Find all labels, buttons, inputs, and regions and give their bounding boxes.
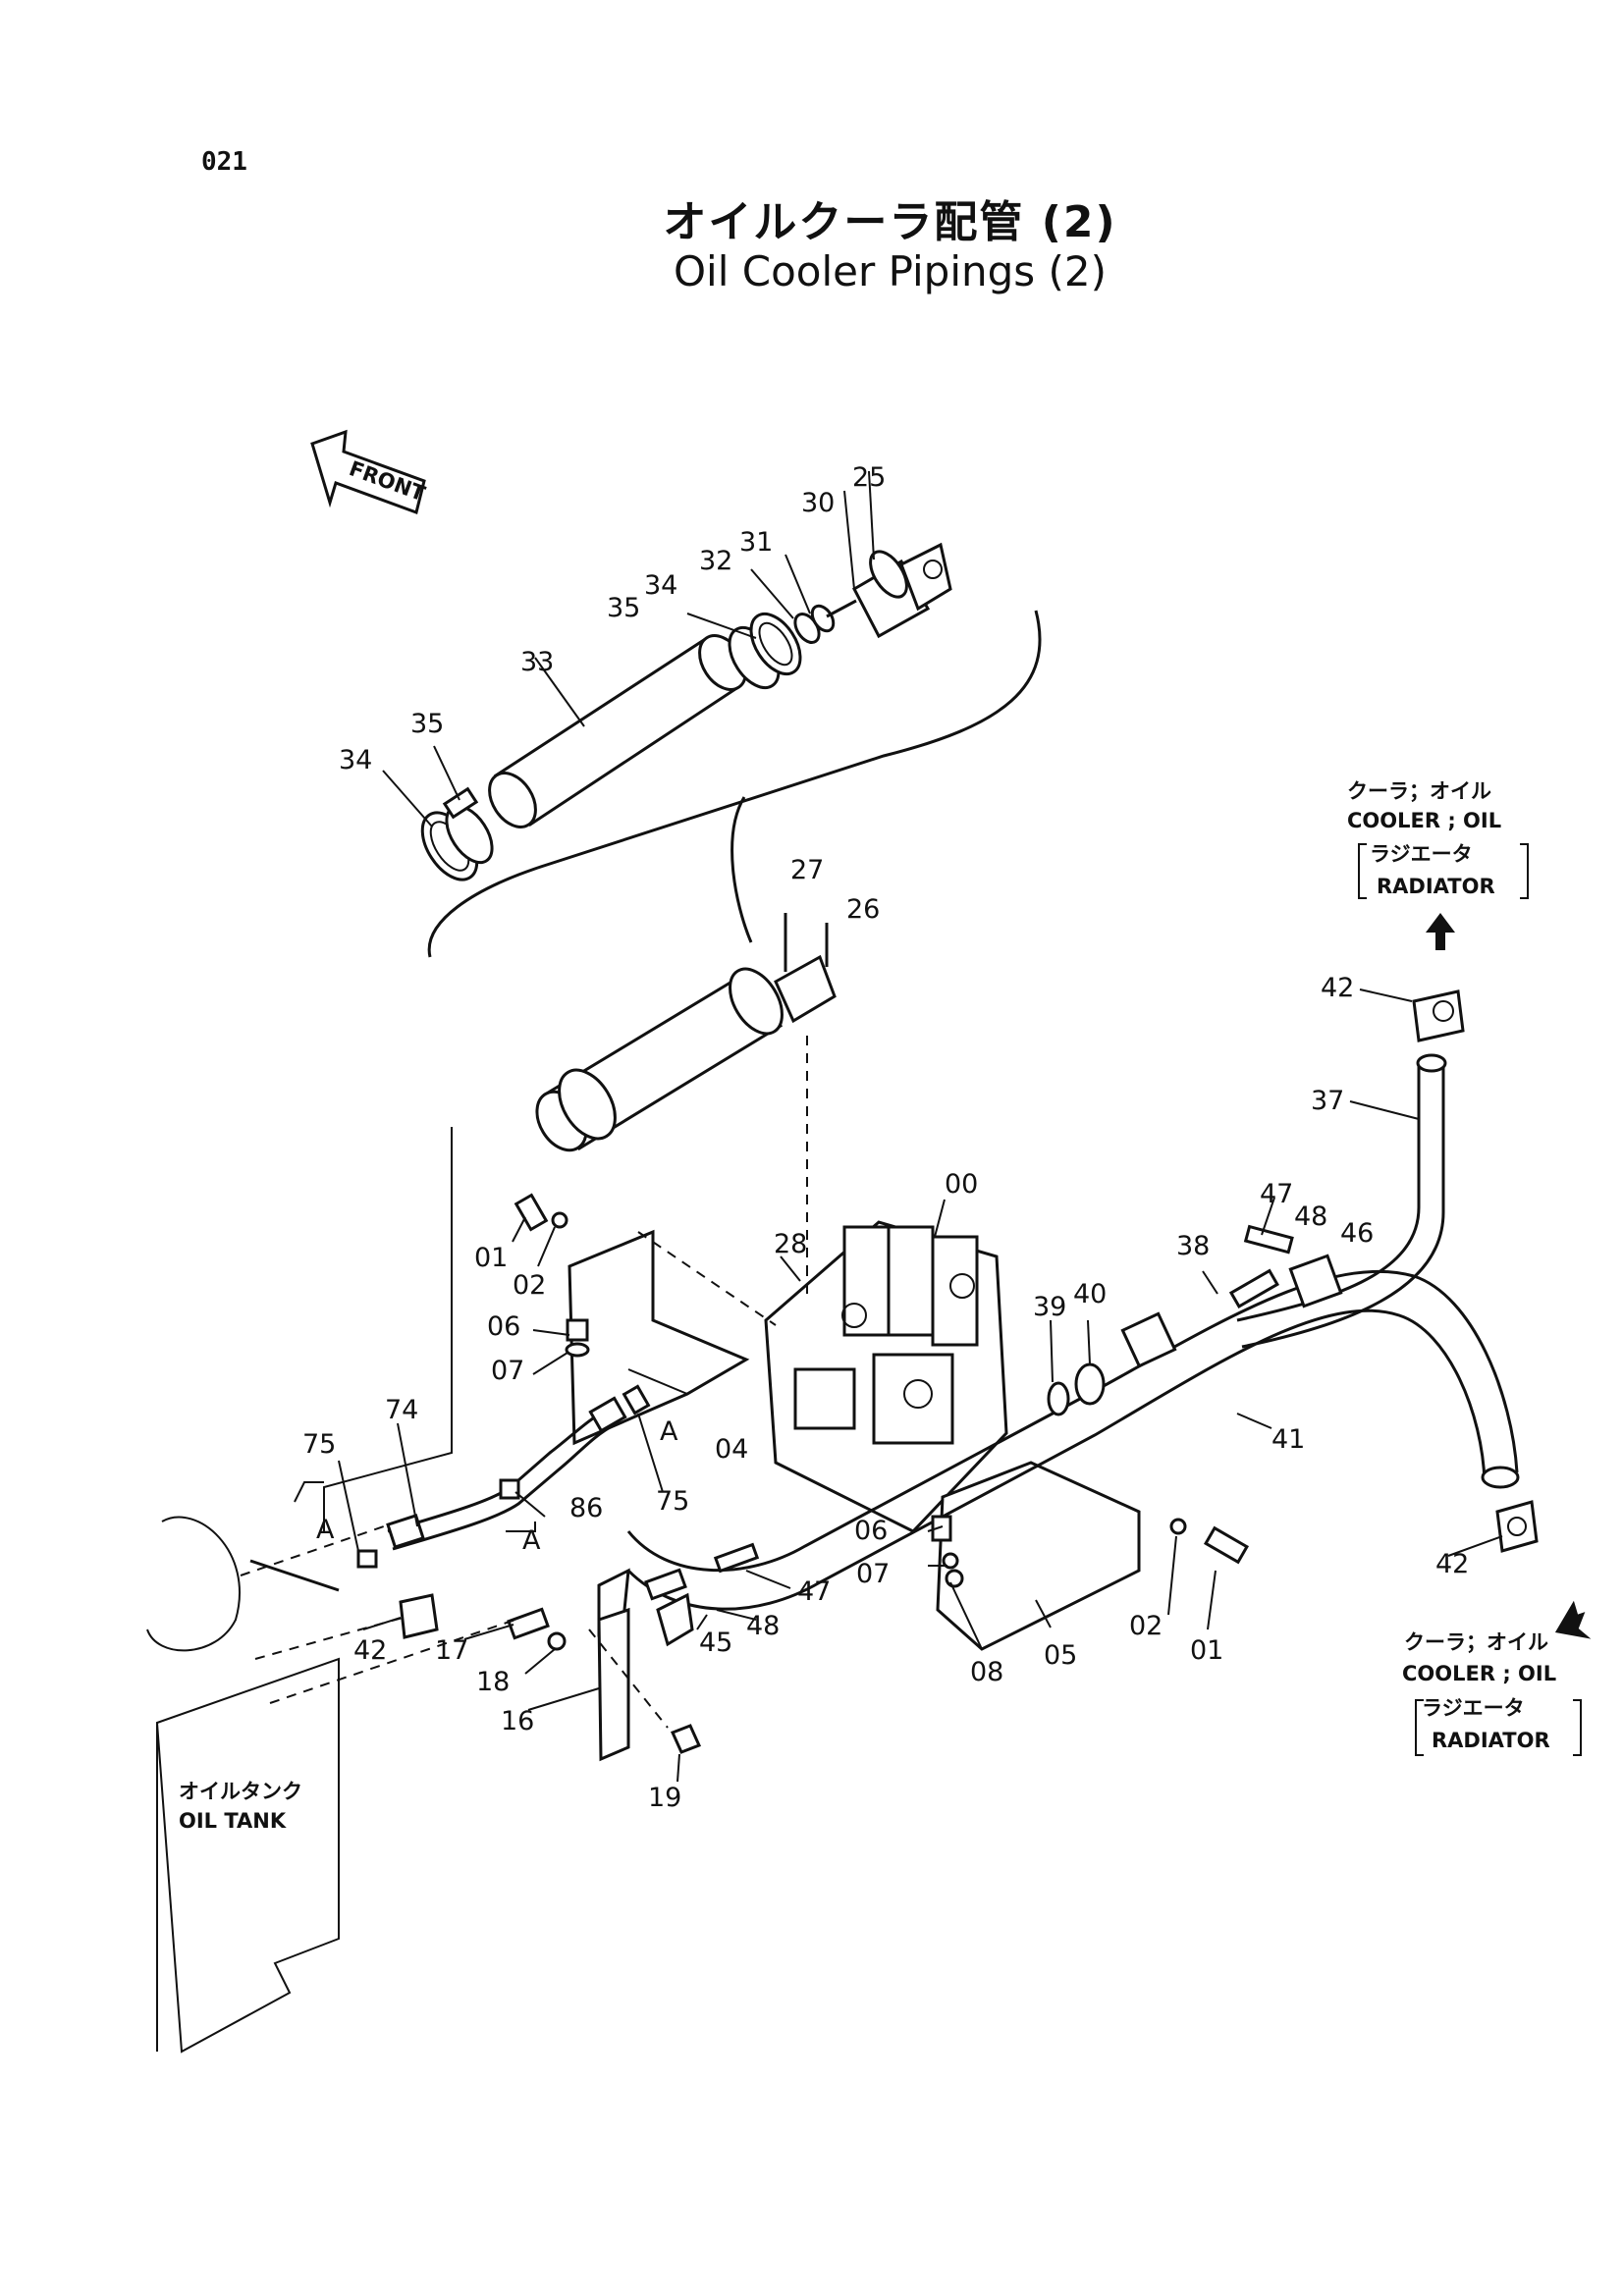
oil-tank-en: OIL TANK [179,1809,287,1833]
part-label-02a: 02 [513,1270,546,1301]
exploded-hose-assembly [420,542,1042,958]
radiator-arrows [1426,913,1592,1639]
page-number: 021 [201,147,247,177]
part-label-28: 28 [774,1229,807,1259]
part-label-30: 30 [801,488,835,518]
front-arrow: FRONT [310,429,429,514]
part-label-35b: 35 [410,709,444,739]
part-label-07b: 07 [856,1559,890,1589]
pipe-74 [386,1396,627,1551]
oil-tank [146,1516,340,2054]
part-label-75a: 75 [302,1429,336,1460]
part-label-34a: 34 [644,570,677,601]
small-hardware [356,1193,1539,1762]
part-label-34b: 34 [339,745,372,775]
oil-tank-jp: オイルタンク [179,1780,302,1803]
part-label-37: 37 [1311,1086,1344,1116]
part-label-08: 08 [970,1657,1003,1687]
part-label-46: 46 [1340,1218,1374,1249]
callout-bottom-en: COOLER ; OIL [1402,1662,1556,1685]
part-label-48a: 48 [1294,1201,1327,1232]
part-label-35a: 35 [607,593,640,623]
callout-top-en: COOLER ; OIL [1347,809,1501,832]
section-marker-a-2: A [316,1515,335,1545]
bracket-04 [568,1229,750,1446]
part-label-16: 16 [501,1706,534,1736]
callout-bottom-sub-en: RADIATOR [1432,1729,1550,1752]
part-label-17: 17 [435,1635,468,1666]
part-label-00: 00 [945,1169,978,1200]
part-label-01b: 01 [1190,1635,1223,1666]
part-label-86: 86 [569,1493,603,1523]
title-japanese: オイルクーラ配管 (2) [663,197,1117,247]
callout-bottom-sub-jp: ラジエータ [1422,1696,1525,1720]
part-label-19: 19 [648,1783,681,1813]
title-english: Oil Cooler Pipings (2) [674,247,1107,295]
cooler-hose-assembly [535,913,837,1266]
part-label-47b: 47 [797,1576,831,1607]
part-label-07a: 07 [491,1356,524,1386]
part-label-31: 31 [739,527,773,558]
part-label-39: 39 [1033,1292,1066,1322]
part-label-74: 74 [385,1395,418,1425]
part-label-26: 26 [846,894,880,925]
callout-top-jp: クーラ；オイル [1347,779,1491,803]
part-label-45: 45 [699,1628,732,1658]
section-marker-a-3: A [522,1525,541,1556]
leader-lines [240,470,1503,1783]
part-label-40: 40 [1073,1279,1107,1309]
part-label-48b: 48 [746,1611,780,1641]
bracket-05 [936,1461,1141,1651]
callout-oil-tank: オイルタンク OIL TANK [179,1780,302,1833]
part-labels: 25 30 31 32 34 35 33 35 34 27 26 42 37 4… [302,462,1469,1813]
part-label-05: 05 [1044,1640,1077,1671]
part-label-25: 25 [852,462,886,493]
part-label-41: 41 [1271,1424,1305,1455]
callout-top-sub-jp: ラジエータ [1370,842,1473,866]
part-label-06a: 06 [487,1311,520,1342]
callout-bottom-jp: クーラ；オイル [1404,1630,1548,1654]
part-label-38: 38 [1176,1231,1210,1261]
hose-37 [1236,989,1465,1349]
callout-top-sub-en: RADIATOR [1377,875,1495,898]
part-label-06b: 06 [854,1516,888,1546]
part-label-32: 32 [699,546,732,576]
part-label-27: 27 [790,855,824,885]
callout-bottom-right: クーラ；オイル COOLER ; OIL ラジエータ RADIATOR [1402,1630,1582,1756]
part-label-33: 33 [520,647,554,677]
part-label-01a: 01 [474,1243,508,1273]
part-label-18: 18 [476,1667,510,1697]
part-label-75b: 75 [656,1486,689,1517]
part-label-42b: 42 [353,1635,387,1666]
part-label-04: 04 [715,1434,748,1465]
control-valve-block [764,1220,1008,1533]
part-label-42a: 42 [1321,973,1354,1003]
callout-top-right: クーラ；オイル COOLER ; OIL ラジエータ RADIATOR [1347,779,1529,899]
section-marker-a-1: A [660,1416,678,1447]
part-label-02b: 02 [1129,1611,1163,1641]
part-label-47a: 47 [1260,1179,1293,1209]
part-label-42c: 42 [1435,1549,1469,1579]
